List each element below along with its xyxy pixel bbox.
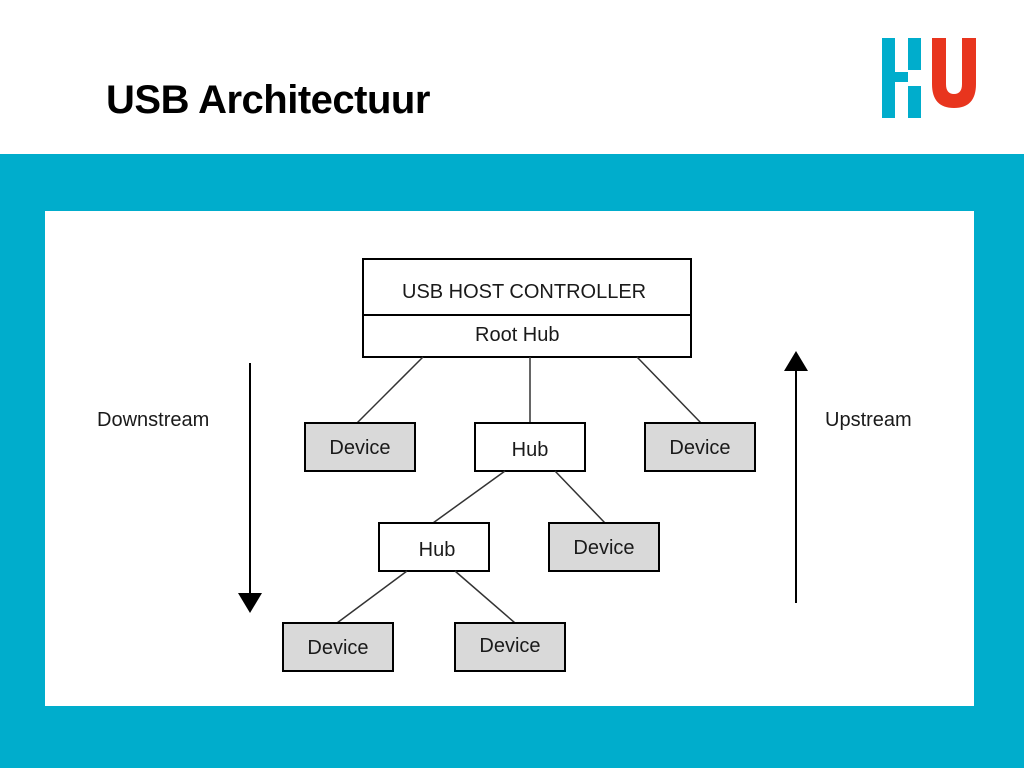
downstream-label: Downstream: [97, 409, 209, 431]
connector-lowerhub-device-right: [454, 570, 516, 624]
slide-title: USB Architectuur: [106, 78, 430, 122]
device-node-right: [644, 422, 756, 472]
connector-hub-device: [554, 470, 606, 524]
connector-root-device-right: [636, 356, 702, 424]
hub-node-middle: [474, 422, 586, 472]
host-controller-box: [362, 258, 692, 358]
device-node-left: [304, 422, 416, 472]
device-right-label: Device: [669, 437, 730, 459]
diagram-panel: USB HOST CONTROLLER Root Hub Device Hub …: [45, 211, 974, 706]
upstream-label: Upstream: [825, 409, 912, 431]
device-left-label: Device: [329, 437, 390, 459]
hub-middle-label: Hub: [512, 439, 549, 461]
root-hub-label: Root Hub: [475, 324, 560, 346]
device-bottom-left-label: Device: [307, 637, 368, 659]
device-bottom-right-label: Device: [479, 635, 540, 657]
connector-root-device-left: [356, 356, 424, 424]
hub-node-lower: [378, 522, 490, 572]
device-mid-right-label: Device: [573, 537, 634, 559]
device-node-mid-right: [548, 522, 660, 572]
hub-lower-label: Hub: [419, 539, 456, 561]
usb-architecture-diagram: USB HOST CONTROLLER Root Hub Device Hub …: [97, 258, 912, 672]
host-controller-label: USB HOST CONTROLLER: [402, 281, 646, 303]
hu-logo-icon: [882, 38, 976, 118]
connector-lowerhub-device-left: [336, 570, 408, 624]
device-node-bottom-right: [454, 622, 566, 672]
connector-hub-hub: [432, 470, 506, 524]
device-node-bottom-left: [282, 622, 394, 672]
